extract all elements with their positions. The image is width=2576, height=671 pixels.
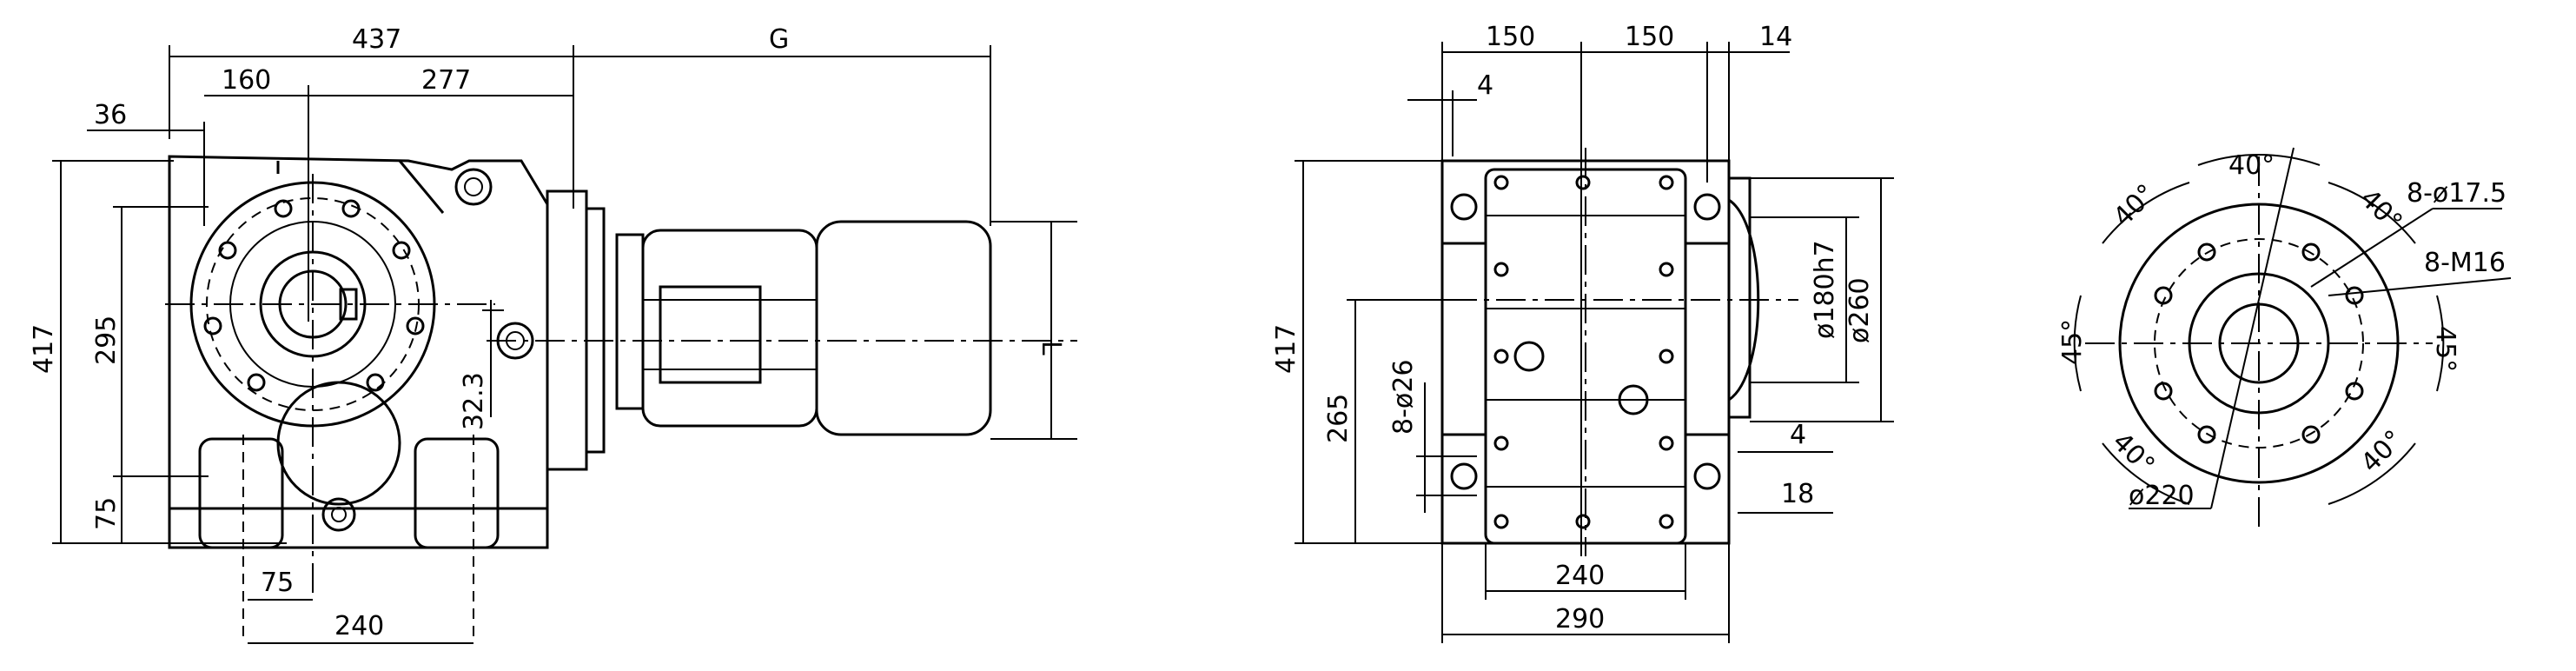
dim-foot-width: 290 bbox=[1555, 604, 1605, 634]
dim-foot-gap: 4 bbox=[1477, 70, 1493, 101]
dim-shaft-height: 265 bbox=[1323, 394, 1354, 443]
angle-top-left: 40° bbox=[2108, 178, 2162, 232]
dim-eccentric: 32.3 bbox=[459, 372, 489, 430]
dim-foot-spacing: 240 bbox=[1555, 561, 1605, 591]
front-view: 150 150 14 4 417 265 8-ø26 ø180h7 ø260 4… bbox=[1271, 22, 1894, 643]
dim-foot-inset: 75 bbox=[261, 568, 294, 598]
side-view: 437 G 160 277 36 417 295 75 32.3 L 75 24… bbox=[29, 24, 1077, 644]
flange-view: 40° 40° 40° 45° 45° 40° 40° 8-ø17.5 8-M1… bbox=[2057, 147, 2512, 530]
dim-shaft-offset: 160 bbox=[222, 65, 271, 96]
angle-right: 45° bbox=[2430, 326, 2460, 372]
dim-foot-height: 75 bbox=[91, 497, 122, 530]
holes-label: 8-ø17.5 bbox=[2407, 178, 2506, 209]
dim-left-offset: 36 bbox=[94, 100, 127, 130]
dim-total-height: 417 bbox=[1271, 324, 1301, 374]
angle-top: 40° bbox=[2228, 150, 2275, 181]
dim-half-width-right: 150 bbox=[1625, 22, 1674, 52]
dim-shaft-height: 295 bbox=[91, 316, 122, 365]
dim-motor-length: G bbox=[769, 24, 789, 55]
dim-total-height: 417 bbox=[29, 324, 59, 374]
flange-bolt-holes bbox=[203, 199, 425, 392]
dim-overall-length: 437 bbox=[352, 24, 401, 55]
dim-gap-right: 4 bbox=[1790, 420, 1806, 450]
threads-label: 8-M16 bbox=[2424, 248, 2506, 278]
dim-foot-spacing: 240 bbox=[334, 611, 384, 641]
pcd-label: ø220 bbox=[2129, 481, 2195, 511]
dim-flange-thickness: 14 bbox=[1759, 22, 1792, 52]
dim-motor-height: L bbox=[1036, 341, 1066, 355]
angle-bottom-right: 40° bbox=[2355, 424, 2409, 478]
dim-half-width-left: 150 bbox=[1486, 22, 1535, 52]
angle-left: 45° bbox=[2057, 319, 2088, 365]
dim-flange-dia: ø260 bbox=[1844, 277, 1875, 343]
angle-bottom-left: 40° bbox=[2106, 427, 2160, 481]
dim-spigot: ø180h7 bbox=[1810, 240, 1840, 339]
front-mounting-holes bbox=[1450, 175, 1721, 529]
dim-foot-holes: 8-ø26 bbox=[1388, 360, 1419, 435]
dim-foot-thickness: 18 bbox=[1781, 479, 1814, 509]
dim-housing-to-flange: 277 bbox=[421, 65, 471, 96]
flange-holes bbox=[2154, 242, 2364, 444]
